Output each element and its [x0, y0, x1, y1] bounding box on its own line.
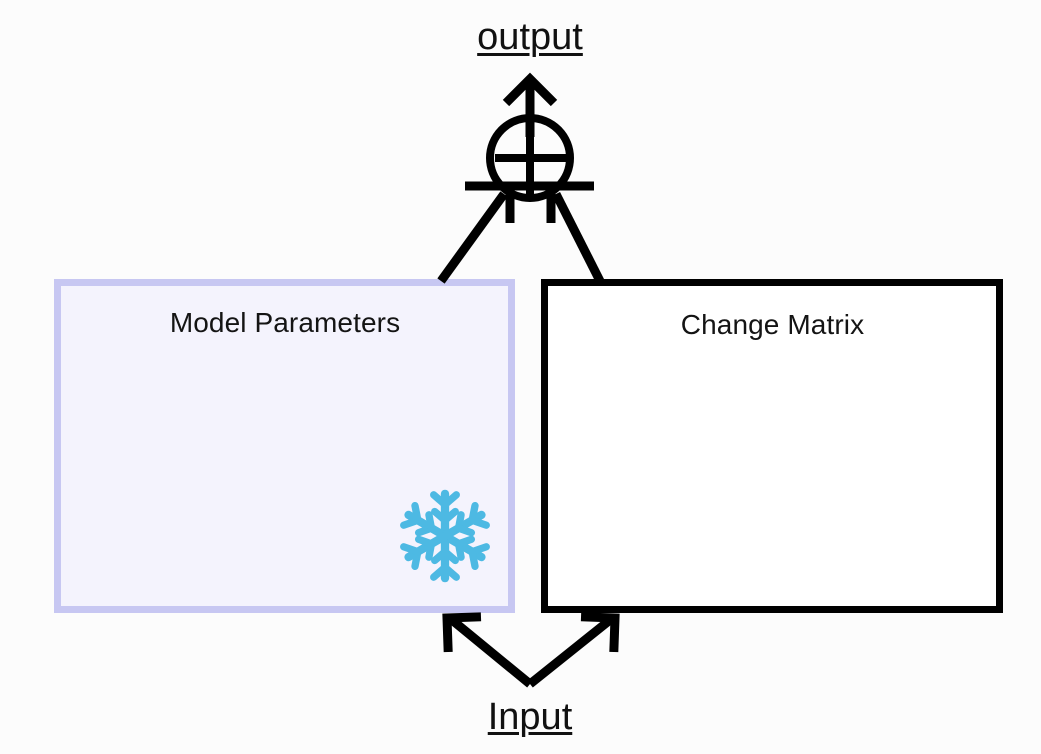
sum-to-output-arrowhead	[502, 72, 558, 107]
input-label: Input	[487, 696, 573, 738]
snowflake-icon	[400, 489, 490, 583]
input-to-model-parameters-line	[449, 616, 533, 688]
model-parameters-label: Model Parameters	[169, 307, 401, 338]
input-to-change-matrix-arrowhead	[580, 612, 620, 653]
change-matrix-box[interactable]	[541, 279, 1003, 613]
change-matrix-label: Change Matrix	[680, 309, 865, 340]
input-to-change-matrix-line	[527, 616, 613, 688]
input-to-model-parameters-arrowhead	[442, 612, 482, 653]
model-parameters-to-sum-line	[437, 191, 508, 284]
change-matrix-to-sum-line	[551, 191, 605, 284]
output-label: output	[477, 16, 583, 58]
